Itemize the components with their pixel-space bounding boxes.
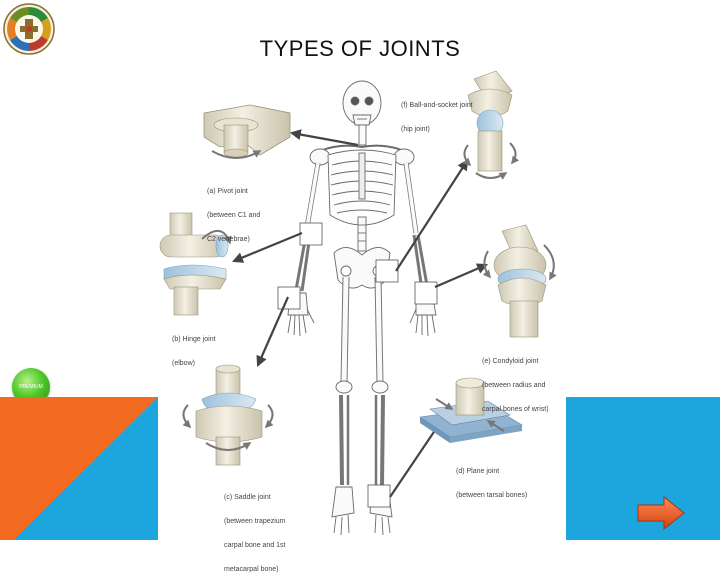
callout-foot	[367, 484, 391, 508]
label-hinge: (b) Hinge joint (elbow)	[172, 320, 216, 376]
label-pivot: (a) Pivot joint (between C1 and C2 verte…	[207, 172, 260, 252]
skeleton	[287, 80, 437, 536]
callout-hand-left	[277, 286, 301, 310]
label-pivot-line3: C2 vertebrae)	[207, 236, 250, 243]
label-pivot-line2: (between C1 and	[207, 212, 261, 219]
label-ball-socket-line1: (f) Ball-and-socket joint	[401, 102, 473, 109]
label-condyloid-line3: carpal bones of wrist)	[482, 406, 549, 413]
pivot-arrow	[289, 129, 359, 147]
blue-decor-triangle	[14, 397, 158, 540]
right-arrow-icon[interactable]	[636, 495, 686, 531]
label-ball-socket: (f) Ball-and-socket joint (hip joint)	[401, 86, 473, 142]
slide-title: TYPES OF JOINTS	[259, 36, 461, 61]
label-plane-line1: (d) Plane joint	[456, 468, 500, 475]
label-saddle-line1: (c) Saddle joint	[224, 494, 271, 501]
pivot-joint-illustration	[203, 104, 291, 159]
ball-socket-joint-illustration	[462, 70, 520, 180]
callout-hip	[375, 259, 399, 283]
label-saddle-line3: carpal bone and 1st	[224, 542, 286, 549]
hinge-joint-illustration	[159, 212, 232, 316]
saddle-joint-illustration	[182, 364, 274, 466]
label-hinge-line1: (b) Hinge joint	[172, 336, 216, 343]
label-saddle-line4: metacarpal bone)	[224, 566, 279, 573]
label-condyloid: (e) Condyloid joint (between radius and …	[482, 342, 549, 422]
label-condyloid-line1: (e) Condyloid joint	[482, 358, 539, 365]
label-ball-socket-line2: (hip joint)	[401, 126, 430, 133]
callout-elbow	[299, 222, 323, 246]
green-button-label: PREMIUM	[19, 384, 43, 390]
label-condyloid-line2: (between radius and	[482, 382, 546, 389]
ball-socket-arrow	[395, 159, 469, 272]
label-hinge-line2: (elbow)	[172, 360, 195, 367]
joints-diagram	[159, 70, 557, 536]
label-saddle-line2: (between trapezium	[224, 518, 286, 525]
condyloid-joint-illustration	[482, 224, 557, 338]
condyloid-arrow	[434, 263, 489, 289]
saddle-arrow	[256, 296, 290, 368]
label-plane: (d) Plane joint (between tarsal bones)	[456, 452, 527, 508]
plane-joint-illustration	[419, 377, 523, 443]
label-pivot-line1: (a) Pivot joint	[207, 188, 248, 195]
label-saddle: (c) Saddle joint (between trapezium carp…	[224, 478, 286, 582]
callout-wrist	[414, 281, 438, 305]
label-plane-line2: (between tarsal bones)	[456, 492, 528, 499]
hinge-arrow	[231, 231, 303, 263]
university-seal-icon	[3, 3, 55, 55]
